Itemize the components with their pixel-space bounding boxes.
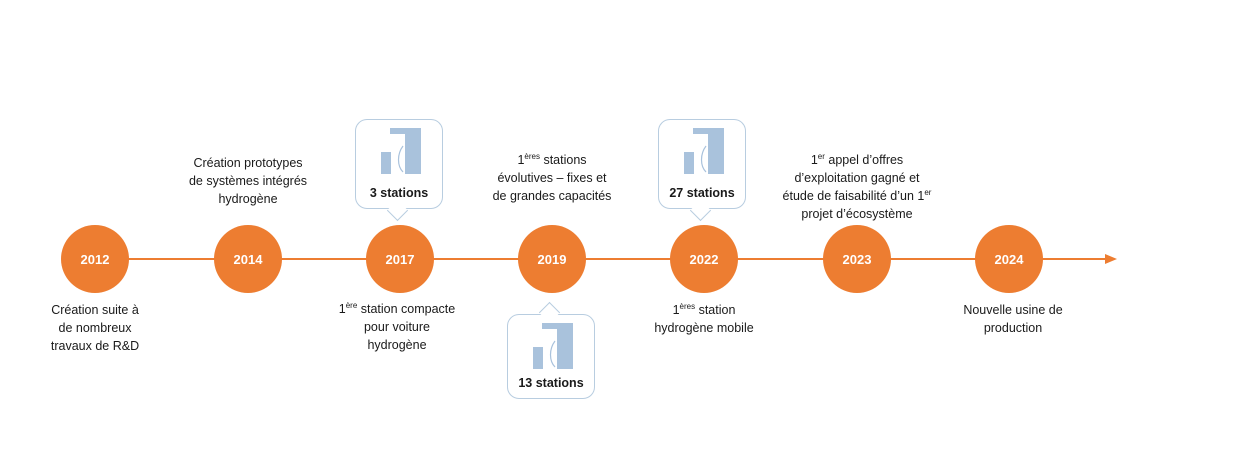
callout-2019: 13 stations	[507, 301, 595, 399]
callout-tail	[689, 199, 712, 222]
milestone-line: 1ères station	[672, 301, 736, 317]
year-node-2017: 2017	[366, 225, 434, 293]
year-label: 2019	[537, 251, 567, 267]
milestone-line: pour voiture	[363, 320, 430, 334]
callout-label: 3 stations	[369, 186, 429, 200]
year-node-2014: 2014	[214, 225, 282, 293]
milestone-line: hydrogène	[367, 338, 427, 352]
year-label: 2014	[233, 251, 263, 267]
milestone-line: hydrogène	[218, 192, 278, 206]
milestone-line: Création prototypes	[193, 156, 303, 170]
year-node-2024: 2024	[975, 225, 1043, 293]
year-label: 2022	[689, 251, 719, 267]
milestone-2017-text: 1ère station compacte pour voiture hydro…	[317, 300, 477, 354]
milestone-line: hydrogène mobile	[654, 321, 754, 335]
milestone-line: Nouvelle usine de	[963, 303, 1063, 317]
milestone-line: projet d’écosystème	[801, 207, 913, 221]
year-label: 2023	[842, 251, 872, 267]
milestone-2023-text: 1er appel d’offres d’exploitation gagné …	[767, 151, 947, 223]
milestone-line: de grandes capacités	[492, 189, 612, 203]
timeline-arrowhead	[1105, 254, 1117, 264]
milestone-2012-text: Création suite à de nombreux travaux de …	[15, 301, 175, 355]
milestone-line: travaux de R&D	[50, 339, 140, 353]
milestone-line: étude de faisabilité d’un 1er	[782, 187, 932, 203]
year-label: 2012	[80, 251, 110, 267]
milestone-line: Création suite à	[51, 303, 139, 317]
milestone-line: 1er appel d’offres	[810, 151, 904, 167]
callout-tail	[538, 301, 561, 324]
milestone-2014-text: Création prototypes de systèmes intégrés…	[168, 154, 328, 208]
milestone-2024-text: Nouvelle usine de production	[933, 301, 1093, 337]
year-node-2012: 2012	[61, 225, 129, 293]
callout-label: 27 stations	[669, 186, 735, 200]
year-node-2022: 2022	[670, 225, 738, 293]
milestone-line: 1ère station compacte	[338, 300, 456, 316]
hydrogen-station-icon	[684, 128, 724, 174]
timeline-line	[95, 258, 1107, 260]
year-label: 2024	[994, 251, 1024, 267]
callout-2022: 27 stations	[658, 119, 746, 222]
milestone-line: 1ères stations	[517, 151, 587, 167]
year-label: 2017	[385, 251, 415, 267]
hydrogen-station-icon	[533, 323, 573, 369]
milestone-2022-text: 1ères station hydrogène mobile	[624, 301, 784, 337]
callout-label: 13 stations	[518, 376, 584, 390]
milestone-line: évolutives – fixes et	[497, 171, 607, 185]
milestone-line: de nombreux	[58, 321, 132, 335]
milestone-line: de systèmes intégrés	[188, 174, 308, 188]
milestone-line: production	[983, 321, 1043, 335]
milestone-2019-text: 1ères stations évolutives – fixes et de …	[472, 151, 632, 205]
year-node-2023: 2023	[823, 225, 891, 293]
callout-tail	[386, 199, 409, 222]
callout-2017: 3 stations	[355, 119, 443, 222]
year-node-2019: 2019	[518, 225, 586, 293]
milestone-line: d’exploitation gagné et	[794, 171, 920, 185]
hydrogen-station-icon	[381, 128, 421, 174]
